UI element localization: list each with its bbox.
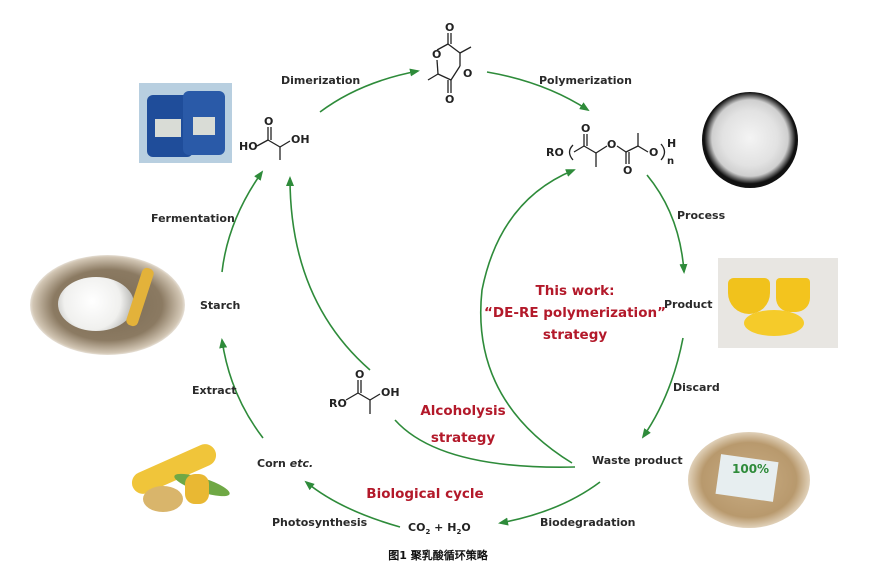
fermentation-arrow [221,170,264,273]
label-process: Process [677,209,726,222]
de-re-polymerization-text: “DE-RE polymerization” [484,305,666,321]
label-waste-product: Waste product [592,454,683,467]
extract-arrow [219,338,264,439]
label-discard: Discard [673,381,720,394]
pla-o-4: O [649,146,659,159]
label-biodegradation: Biodegradation [540,516,636,529]
label-extract: Extract [192,384,237,397]
alcoholysis-arrow [394,419,576,468]
pla-pellets-image [702,92,798,188]
dimerization-arrow [319,68,420,113]
lactate-to-lactic-acid-arrow [286,176,371,371]
lactate-oh: OH [381,386,400,399]
biodegradation-arrow [498,481,601,526]
de-re-polymerization-arrow [480,169,576,464]
this-work-title: This work: [535,283,615,299]
discard-arrow [641,337,684,439]
lactide-o-bottom: O [445,93,455,106]
etc-text: etc. [289,457,314,470]
o-text: O [461,521,471,534]
plus: + [434,521,444,534]
alcoholysis-title: Alcoholysis [420,403,506,419]
sub-2: 2 [425,528,431,537]
photosynthesis-arrow [304,480,401,528]
lactic-acid-structure [256,127,291,160]
biodegradable-bag-image: 100% [688,432,810,528]
pla-h: H [667,137,677,150]
this-work-block: This work: “DE-RE polymerization” strate… [480,282,670,344]
sub-2b: 2 [456,528,462,537]
alcoholysis-strategy: strategy [430,430,496,446]
lactide-o-right: O [463,67,473,80]
lactide-structure [427,33,472,93]
pla-structure [568,133,666,167]
process-arrow [646,174,688,274]
pla-o-1: O [581,122,591,135]
label-fermentation: Fermentation [151,212,235,225]
lactic-acid-carbonyl-o: O [264,115,274,128]
pla-ro: RO [546,146,564,159]
label-photosynthesis: Photosynthesis [272,516,368,529]
lactide-o-left: O [432,48,442,61]
pla-o-2: O [607,138,617,151]
biological-cycle-label: Biological cycle [366,486,484,502]
figure-caption: 图1 聚乳酸循环策略 [388,549,488,562]
lactate-o: O [355,368,365,381]
co-text: CO [408,521,426,534]
corn-potato-image [113,438,238,518]
pla-n: n [667,156,675,167]
h-text: H [447,521,457,534]
polymerization-arrow [486,71,590,112]
lactic-acid-oh: OH [291,133,310,146]
lactic-acid-ho: HO [239,140,258,153]
lactide-o-top: O [445,21,455,34]
lactic-acid-drums-image [139,83,232,163]
pla-o-3: O [623,164,633,177]
lactate-ester-structure [345,380,381,414]
label-starch: Starch [200,299,241,312]
co2-h2o: CO2 + H2O [408,521,471,536]
bag-100-percent-text: 100% [732,462,770,476]
starch-bowl-image [30,255,185,355]
lactate-ro: RO [329,397,347,410]
this-work-strategy: strategy [542,327,608,343]
alcoholysis-block: Alcoholysis strategy [408,402,518,447]
label-corn: Corn etc. [257,457,313,470]
label-polymerization: Polymerization [539,74,632,87]
label-dimerization: Dimerization [281,74,361,87]
label-product: Product [664,298,713,311]
yellow-tableware-image [718,258,838,348]
corn-text: Corn [257,457,286,470]
